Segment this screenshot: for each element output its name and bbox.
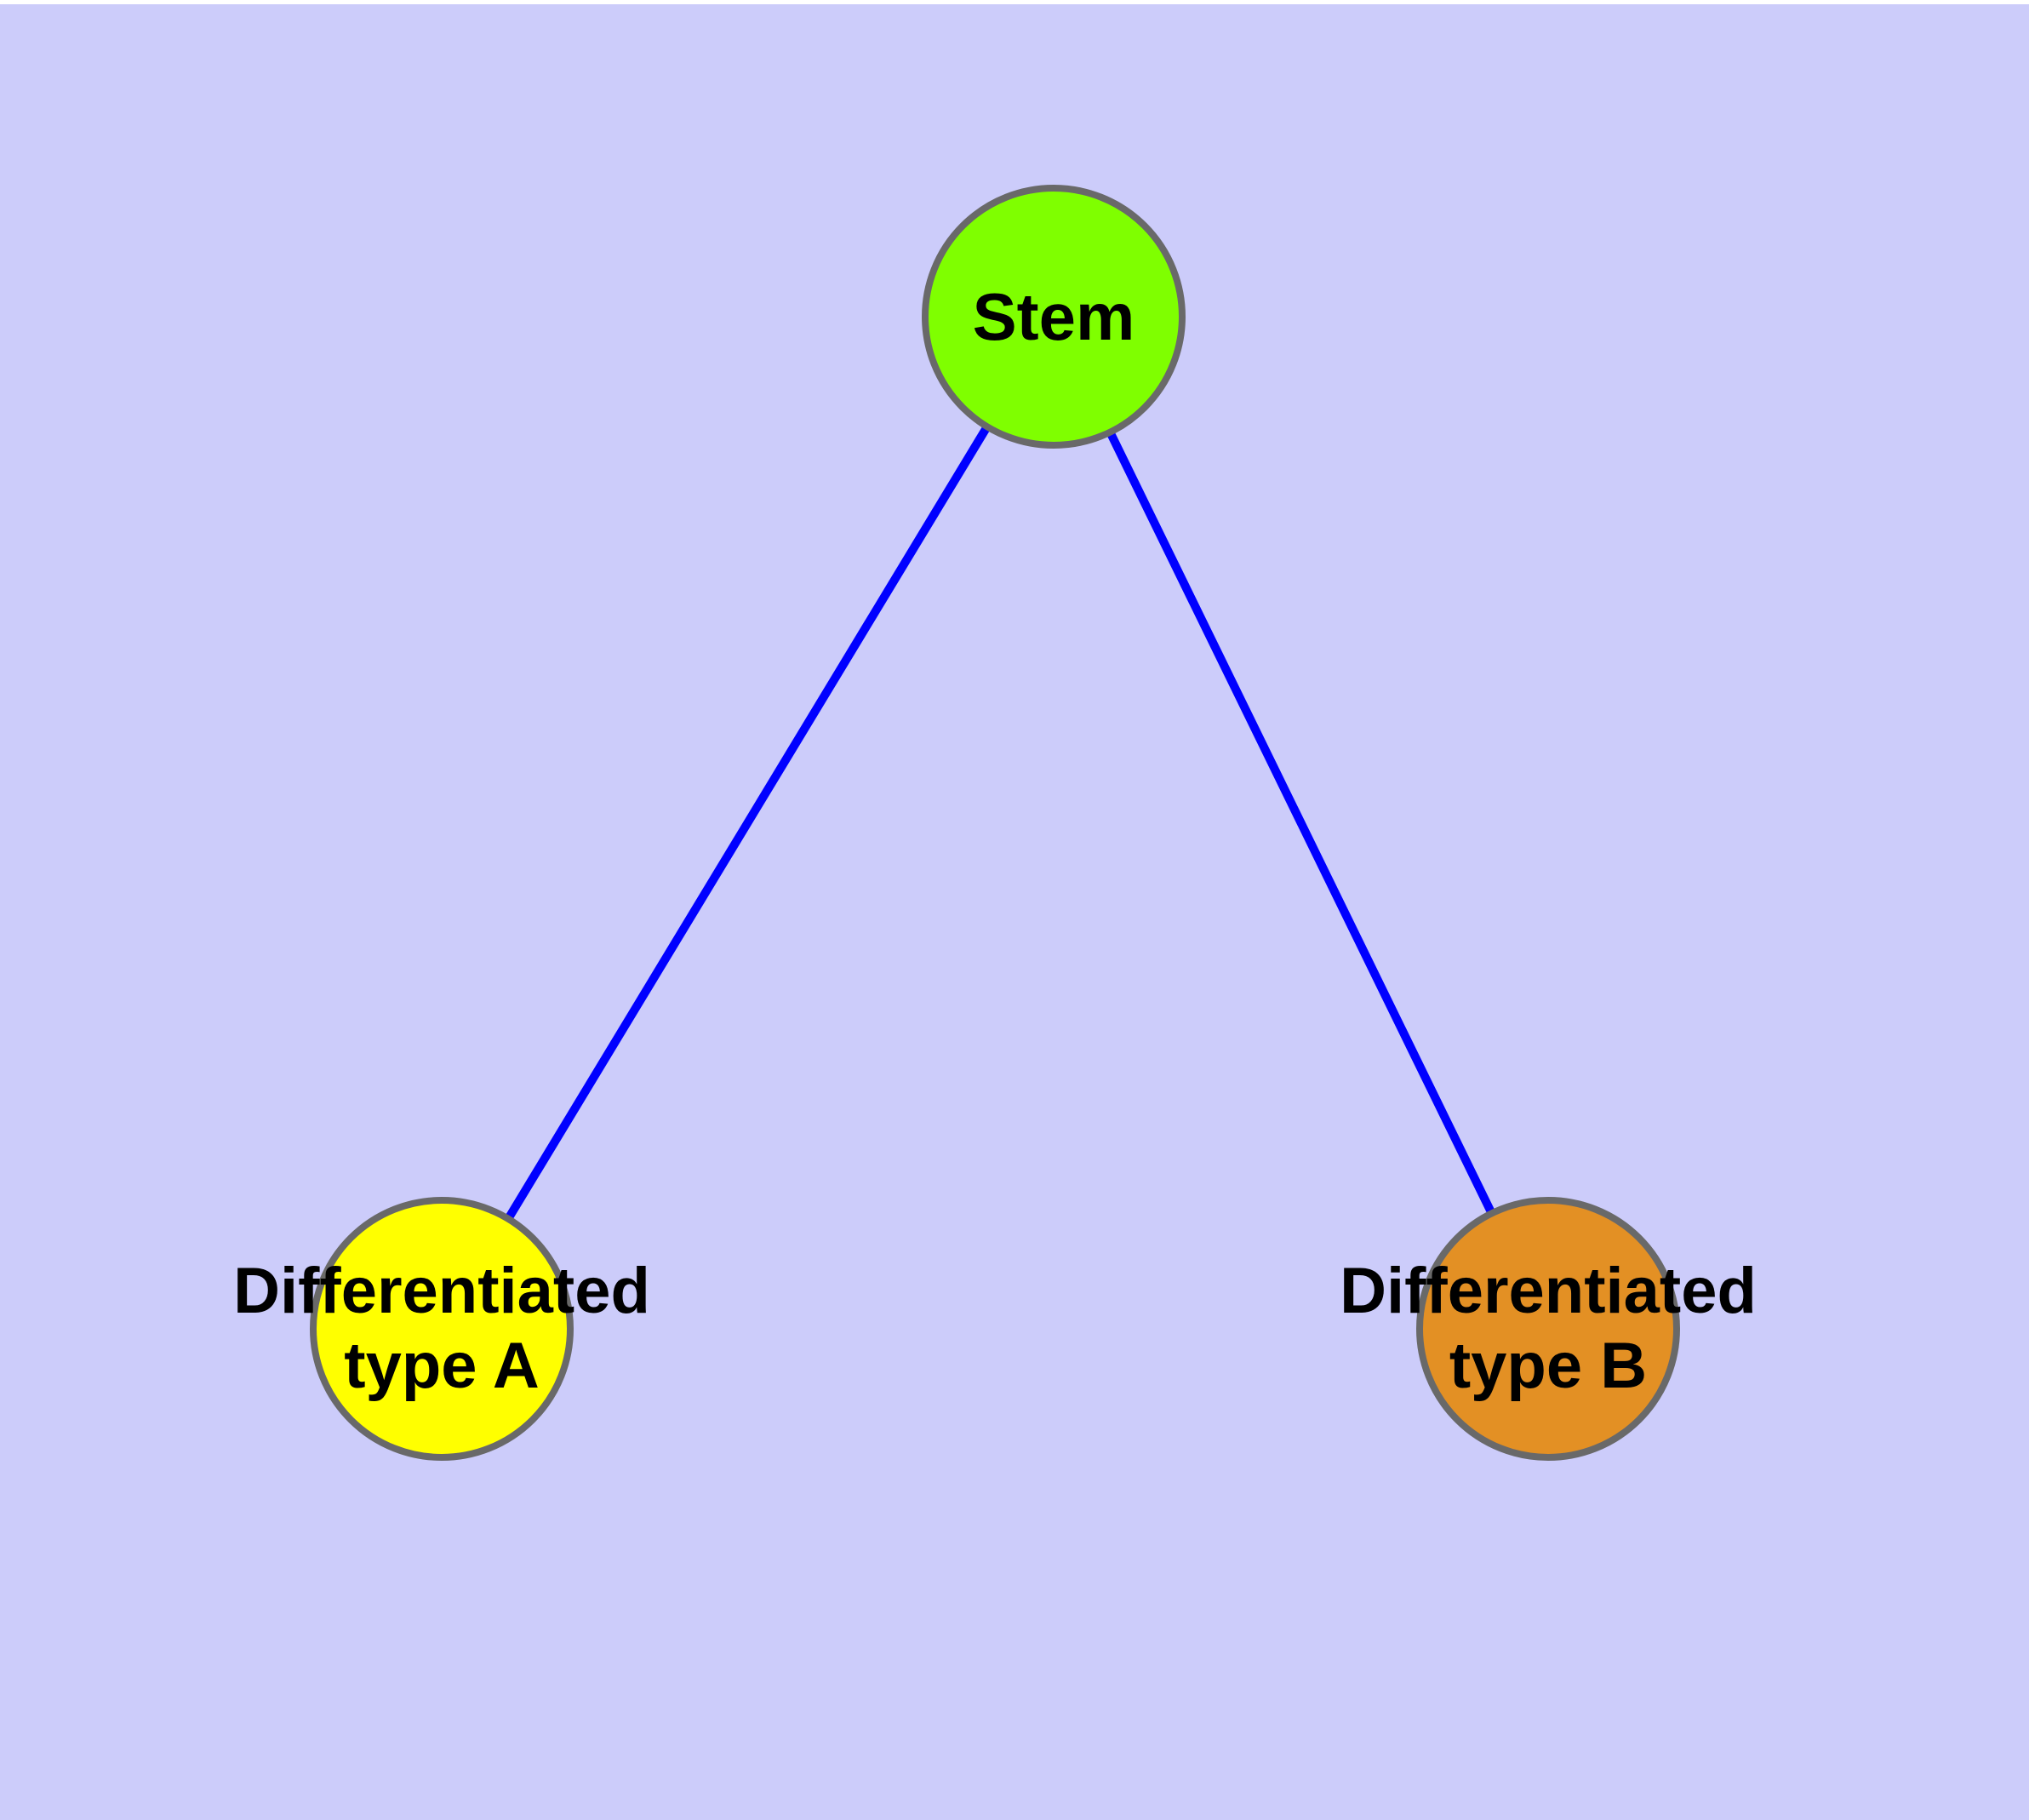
- node-layer: [310, 185, 1680, 1461]
- edge-stem-to-differentiated-type-b[interactable]: [1105, 426, 1497, 1219]
- edge-stem-to-differentiated-type-a[interactable]: [502, 421, 993, 1224]
- node-stem[interactable]: [922, 185, 1186, 449]
- edge-layer: [502, 421, 1497, 1224]
- node-differentiated-type-a[interactable]: [310, 1197, 574, 1461]
- node-differentiated-type-b[interactable]: [1416, 1197, 1680, 1461]
